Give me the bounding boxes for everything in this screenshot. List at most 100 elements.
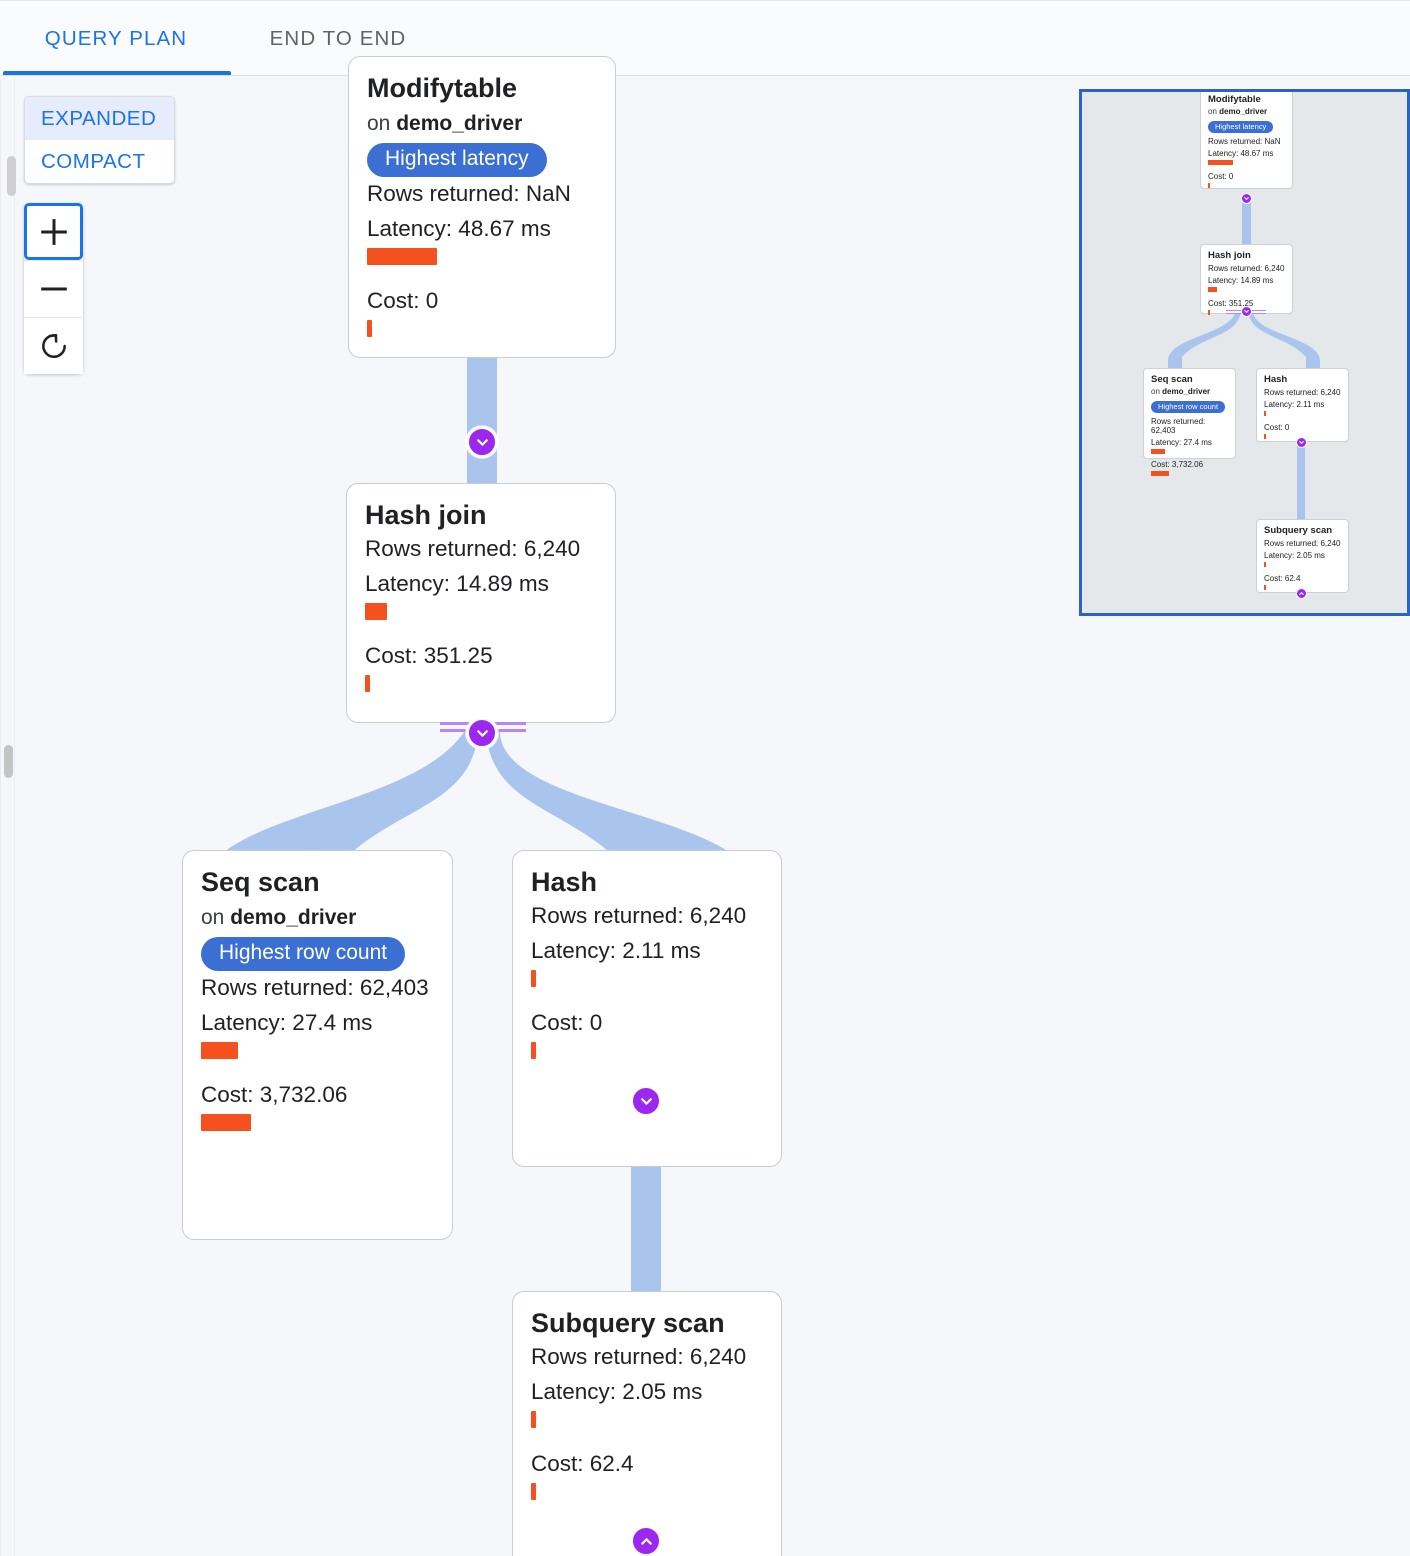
mini-node-cost-bar [1208,310,1210,316]
vertical-scrollbar-track[interactable] [3,78,16,1556]
view-mode-expanded[interactable]: EXPANDED [25,97,174,140]
node-latency-bar [367,247,437,265]
mini-node-relation-name: demo_driver [1219,107,1268,117]
mini-node-rows-returned: Rows returned: 62,403 [1151,417,1206,436]
mini-node-title: Hash join [1208,250,1251,261]
mini-node-relation-name: demo_driver [1162,387,1211,397]
vertical-scrollbar-thumb[interactable] [4,745,13,778]
mini-node-relation-prefix: on [1151,387,1160,397]
mini-node-cost-bar [1264,434,1266,440]
collapse-toggle-hash-join[interactable] [466,717,498,749]
tab-query-plan[interactable]: QUERY PLAN [18,15,214,63]
node-latency: Latency: 14.89 ms [365,570,549,596]
mini-node-latency: Latency: 2.11 ms [1264,400,1325,410]
reset-zoom-button[interactable] [24,317,83,374]
node-title: Hash join [365,500,487,530]
mini-node-cost: Cost: 0 [1264,423,1290,433]
mini-node-relation: on demo_driver [1208,107,1286,116]
chevron-down-icon [640,1097,652,1105]
plan-node-seq-scan[interactable]: Seq scan on demo_driver Highest row coun… [182,850,453,1240]
mini-node-title: Hash [1264,374,1288,385]
mini-node-latency: Latency: 48.67 ms [1208,149,1274,159]
mini-node-title: Seq scan [1151,374,1193,385]
plan-node-subquery-scan[interactable]: Subquery scan Rows returned: 6,240 Laten… [512,1291,782,1556]
node-latency: Latency: 2.05 ms [531,1378,703,1404]
mini-split-indicator [1226,309,1266,315]
mini-node-cost: Cost: 3,732.06 [1151,460,1204,470]
mini-node-rows-returned: Rows returned: NaN [1208,137,1281,147]
expand-toggle-subquery-scan[interactable] [630,1525,662,1556]
node-latency-bar [531,1410,536,1428]
tab-end-to-end[interactable]: END TO END [250,15,426,63]
tab-end-to-end-label: END TO END [269,27,407,50]
collapse-toggle-modifytable[interactable] [466,426,498,458]
zoom-in-button[interactable] [24,203,83,260]
plan-graph-canvas[interactable]: Modifytable on demo_driver Highest laten… [0,56,1410,1556]
mini-node-subquery-scan[interactable]: Subquery scan Rows returned: 6,240 Laten… [1256,519,1349,593]
node-cost: Cost: 351.25 [365,642,493,668]
mini-edge-hashjoin-children [1168,311,1320,379]
node-cost-bar [531,1482,536,1500]
mini-node-relation: on demo_driver [1151,387,1229,396]
view-mode-expanded-label: EXPANDED [41,106,157,130]
collapse-toggle-hash[interactable] [630,1085,662,1117]
mini-node-cost: Cost: 0 [1208,172,1234,182]
mini-node-badge: Highest latency [1208,121,1274,134]
mini-node-cost: Cost: 351.25 [1208,299,1254,309]
mini-node-seq-scan[interactable]: Seq scan on demo_driver Highest row coun… [1143,368,1236,477]
node-rows-returned: Rows returned: 6,240 [365,535,581,561]
node-title: Hash [531,867,598,897]
node-title: Subquery scan [531,1308,725,1338]
mini-collapse-toggle-hash[interactable] [1296,437,1307,448]
zoom-controls[interactable] [24,203,83,374]
mini-collapse-toggle-modifytable[interactable] [1241,193,1252,204]
mini-node-latency: Latency: 14.89 ms [1208,276,1274,286]
mini-node-latency: Latency: 27.4 ms [1151,438,1212,448]
mini-node-title: Subquery scan [1264,525,1333,536]
node-rows-returned: Rows returned: 62,403 [201,974,429,1000]
chevron-down-icon [1244,310,1249,313]
node-rows-returned: Rows returned: NaN [367,180,571,206]
chevron-down-icon [476,438,488,446]
split-indicator-left [440,720,526,736]
node-badge: Highest latency [367,142,547,177]
zoom-out-button[interactable] [24,260,83,317]
view-mode-compact[interactable]: COMPACT [25,140,174,183]
chevron-up-icon [1299,592,1304,595]
node-rows-returned: Rows returned: 6,240 [531,1343,747,1369]
chevron-down-icon [1299,441,1304,444]
vertical-scrollbar-thumb-top[interactable] [7,156,16,196]
mini-node-latency-bar [1264,562,1266,568]
mini-expand-toggle-subquery-scan[interactable] [1296,588,1307,599]
plan-node-hash[interactable]: Hash Rows returned: 6,240 Latency: 2.11 … [512,850,782,1167]
mini-node-hash[interactable]: Hash Rows returned: 6,240 Latency: 2.11 … [1256,368,1349,442]
mini-node-latency-bar [1151,449,1165,455]
canvas-left-border [0,78,1,1556]
node-cost: Cost: 62.4 [531,1450,634,1476]
spacer [367,265,597,279]
node-latency: Latency: 2.11 ms [531,937,701,963]
mini-collapse-toggle-hash-join[interactable] [1241,306,1252,317]
mini-node-cost-bar [1208,183,1210,189]
mini-node-modifytable[interactable]: Modifytable on demo_driver Highest laten… [1200,92,1293,189]
mini-node-cost-bar [1264,585,1266,591]
mini-node-rows-returned: Rows returned: 6,240 [1208,264,1285,274]
spacer [201,1059,434,1073]
spacer [531,987,763,1001]
mini-edge-modifytable-hashjoin [1242,197,1251,255]
node-cost-bar [201,1113,251,1131]
node-cost: Cost: 0 [531,1009,603,1035]
chevron-down-icon [476,729,488,737]
mini-node-latency-bar [1208,160,1233,166]
plan-minimap[interactable]: Modifytable on demo_driver Highest laten… [1079,89,1410,616]
active-tab-indicator [3,71,231,75]
mini-node-relation-prefix: on [1208,107,1217,117]
node-rows-returned: Rows returned: 6,240 [531,902,747,928]
spacer [365,620,597,634]
view-mode-toggle[interactable]: EXPANDED COMPACT [24,96,175,184]
chevron-down-icon [1244,197,1249,200]
node-title: Modifytable [367,73,518,103]
mini-node-hash-join[interactable]: Hash join Rows returned: 6,240 Latency: … [1200,244,1293,316]
plan-node-modifytable[interactable]: Modifytable on demo_driver Highest laten… [348,56,616,358]
plan-node-hash-join[interactable]: Hash join Rows returned: 6,240 Latency: … [346,483,616,723]
